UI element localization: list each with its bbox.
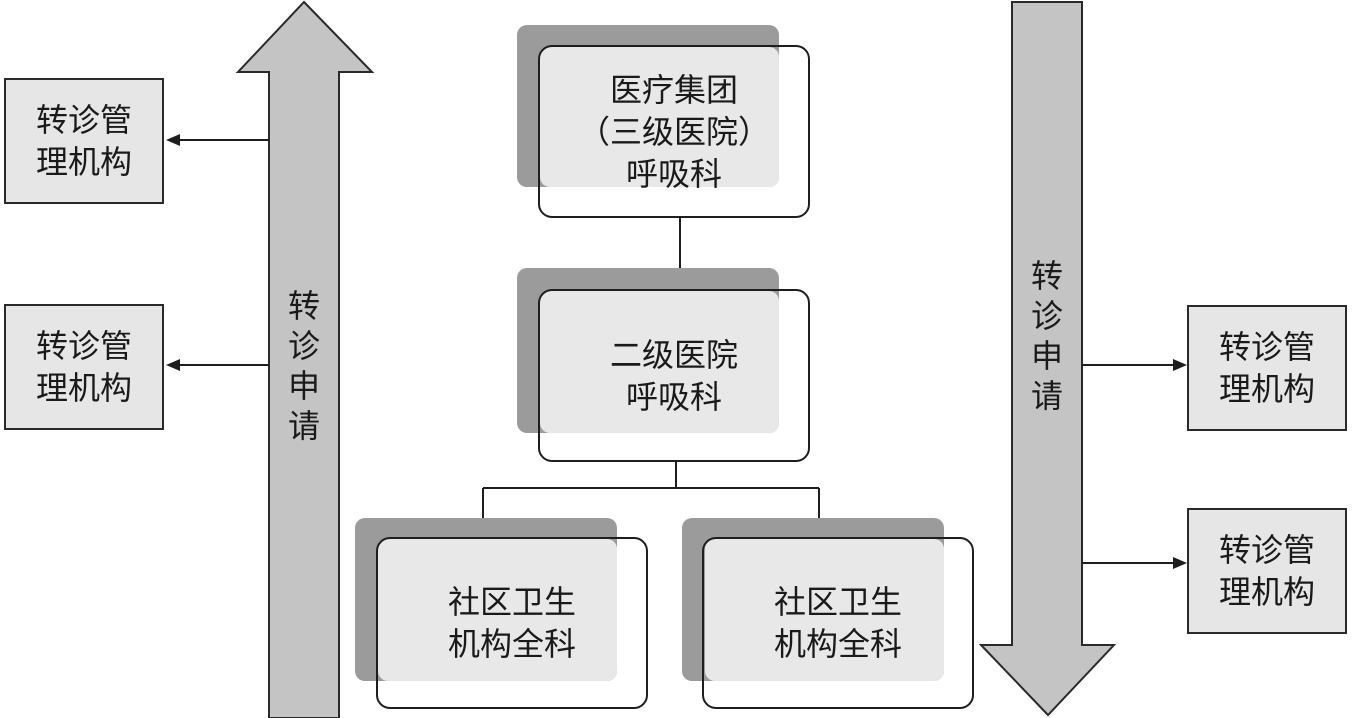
upward-arrow-label: 转 诊 申 请 — [287, 287, 320, 445]
downward-arrow-label: 转 诊 申 请 — [1030, 257, 1063, 415]
arrowhead-left-1 — [166, 134, 180, 146]
node-border — [538, 289, 810, 462]
node-border — [376, 537, 648, 709]
referral-management-box-left-1: 转诊管 理机构 — [4, 78, 164, 204]
upward-referral-arrow — [235, 0, 375, 718]
node-fill — [705, 539, 944, 681]
node-border — [538, 45, 810, 218]
node-fill — [378, 539, 617, 681]
arrowhead-right-2 — [1173, 557, 1187, 569]
node-label: 社区卫生 机构全科 — [773, 583, 902, 663]
arrowhead-right-1 — [1173, 359, 1187, 371]
node-border — [702, 537, 974, 709]
referral-management-box-right-1: 转诊管 理机构 — [1187, 305, 1347, 431]
node-fill — [540, 291, 779, 433]
referral-management-box-left-2: 转诊管 理机构 — [4, 304, 164, 430]
downward-referral-arrow — [978, 1, 1117, 717]
node-label: 医疗集团 （三级医院） 呼吸科 — [577, 70, 770, 193]
node-fill — [540, 47, 779, 187]
arrowhead-left-2 — [166, 359, 180, 371]
referral-management-box-right-2: 转诊管 理机构 — [1187, 508, 1347, 634]
node-label: 社区卫生 机构全科 — [447, 583, 576, 663]
node-label: 二级医院 呼吸科 — [609, 335, 738, 416]
